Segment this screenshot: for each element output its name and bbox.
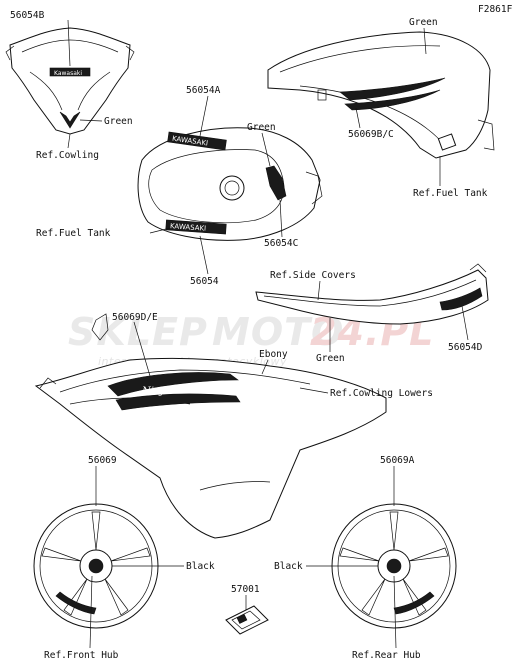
- cowl-badge-decal: [49, 67, 91, 77]
- ninja-stripe-bottom: [115, 393, 241, 411]
- label-56054D: 56054D: [448, 342, 483, 353]
- label-green-cowl: Green: [104, 116, 133, 127]
- side-covers-drawing: [255, 263, 489, 325]
- label-ref-fuel-tank-right: Ref.Fuel Tank: [413, 188, 488, 199]
- label-black-left: Black: [186, 561, 215, 572]
- cowl-green-stripe: [59, 111, 81, 129]
- label-56069BC: 56069B/C: [348, 129, 394, 140]
- label-green-tail: Green: [409, 17, 438, 28]
- label-ref-front-hub: Ref.Front Hub: [44, 650, 119, 661]
- label-ref-fuel-tank-left: Ref.Fuel Tank: [36, 228, 111, 239]
- front-wheel-drawing: [33, 503, 159, 629]
- figure-code: F2861F: [478, 4, 512, 15]
- label-ebony: Ebony: [259, 349, 288, 360]
- label-ref-side-covers: Ref.Side Covers: [270, 270, 356, 281]
- label-56054A: 56054A: [186, 85, 221, 96]
- label-ref-cowling-lowers: Ref.Cowling Lowers: [330, 388, 433, 399]
- tank-cover-drawing: [267, 31, 495, 159]
- tank-bottom-decal-text: KAWASAKI: [170, 222, 207, 233]
- label-56069: 56069: [88, 455, 117, 466]
- tank-green-stripe: [265, 165, 287, 201]
- label-56069A: 56069A: [380, 455, 415, 466]
- side-cover-decal: [439, 287, 483, 311]
- tank-top-decal: [167, 131, 227, 151]
- label-green-side: Green: [316, 353, 345, 364]
- label-57001: 57001: [231, 584, 260, 595]
- watermark-brand-a: SKLEP: [68, 310, 208, 354]
- ninja-decal-text: Ninja: [141, 386, 169, 397]
- label-56054: 56054: [190, 276, 219, 287]
- label-56069DE: 56069D/E: [112, 312, 158, 323]
- label-56054B: 56054B: [10, 10, 45, 21]
- watermark-brand-b: MOTO: [212, 310, 344, 354]
- clip-57001-drawing: [225, 605, 269, 635]
- cowl-badge-text: Kawasaki: [54, 70, 82, 77]
- label-56054C: 56054C: [264, 238, 298, 249]
- ninja-stripe-top: [107, 372, 239, 397]
- cowling-lower-drawing: Ninja: [34, 313, 387, 539]
- fuel-tank-drawing: KAWASAKI KAWASAKI: [137, 127, 323, 241]
- tank-bottom-decal: [165, 219, 227, 235]
- tail-green-stripe: [339, 77, 446, 101]
- label-ref-rear-hub: Ref.Rear Hub: [352, 650, 421, 661]
- upper-cowling-drawing: Kawasaki: [5, 27, 135, 135]
- label-green-tank: Green: [247, 122, 276, 133]
- label-black-right: Black: [274, 561, 303, 572]
- label-ref-cowling: Ref.Cowling: [36, 150, 99, 161]
